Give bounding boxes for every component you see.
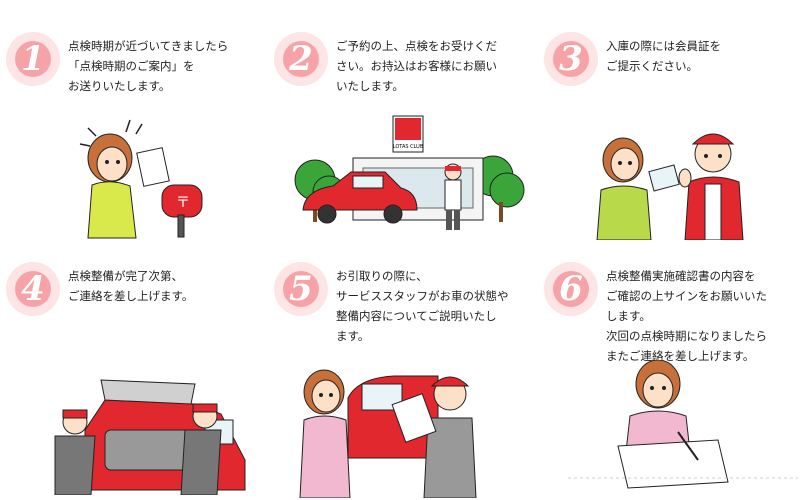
shop-logo-text: LOTAS CLUB — [393, 144, 424, 150]
handover-illustration — [299, 369, 477, 498]
step-3: 3 入庫の際には会員証を ご提示ください。 — [538, 0, 808, 250]
shop-car-illustration: LOTAS CLUB — [294, 115, 525, 230]
step-number-badge: 4 — [6, 262, 60, 316]
step-number-badge: 2 — [274, 32, 328, 86]
step-6: 6 点検整備実施確認書の内容を ご確認の上サインをお願いいた します。 次回の点… — [538, 230, 808, 489]
step-number: 3 — [559, 39, 583, 79]
step-text: 入庫の際には会員証を ご提示ください。 — [606, 39, 721, 73]
step-number: 1 — [21, 39, 45, 79]
step-number-badge: 6 — [544, 262, 598, 316]
step-text: 点検時期が近づいてきましたら 「点検時期のご案内」を お送りいたします。 — [68, 39, 229, 93]
woman-signing-illustration — [568, 360, 798, 489]
step-5: 5 お引取りの際に、 サービススタッフがお車の状態や 整備内容についてご説明いた… — [268, 230, 538, 498]
woman-mailbox-illustration: 〒 — [79, 119, 203, 239]
step-text: ご予約の上、点検をお受けくだ さい。お持込はお客様にお願い いたします。 — [336, 39, 497, 93]
step-number: 5 — [289, 269, 313, 309]
step-number-badge: 5 — [274, 262, 328, 316]
step-number: 6 — [559, 269, 583, 309]
step-number-badge: 3 — [544, 32, 598, 86]
step-2: 2 ご予約の上、点検をお受けくだ さい。お持込はお客様にお願い いたします。 L… — [268, 0, 538, 250]
step-4: 4 点検整備が完了次第、 ご連絡を差し上げます。 — [0, 230, 270, 495]
step-text: 点検整備が完了次第、 ご連絡を差し上げます。 — [68, 269, 194, 303]
svg-text:〒: 〒 — [176, 195, 190, 211]
step-text: お引取りの際に、 サービススタッフがお車の状態や 整備内容についてご説明いたし … — [336, 269, 509, 343]
step-number: 4 — [21, 269, 45, 309]
member-card-illustration — [596, 133, 744, 240]
step-1: 1 点検時期が近づいてきましたら 「点検時期のご案内」を お送りいたします。 〒 — [0, 0, 270, 250]
step-text: 点検整備実施確認書の内容を ご確認の上サインをお願いいた します。 次回の点検時… — [606, 269, 767, 363]
step-number: 2 — [289, 39, 313, 79]
mechanics-car-illustration — [54, 379, 246, 495]
step-number-badge: 1 — [6, 32, 60, 86]
